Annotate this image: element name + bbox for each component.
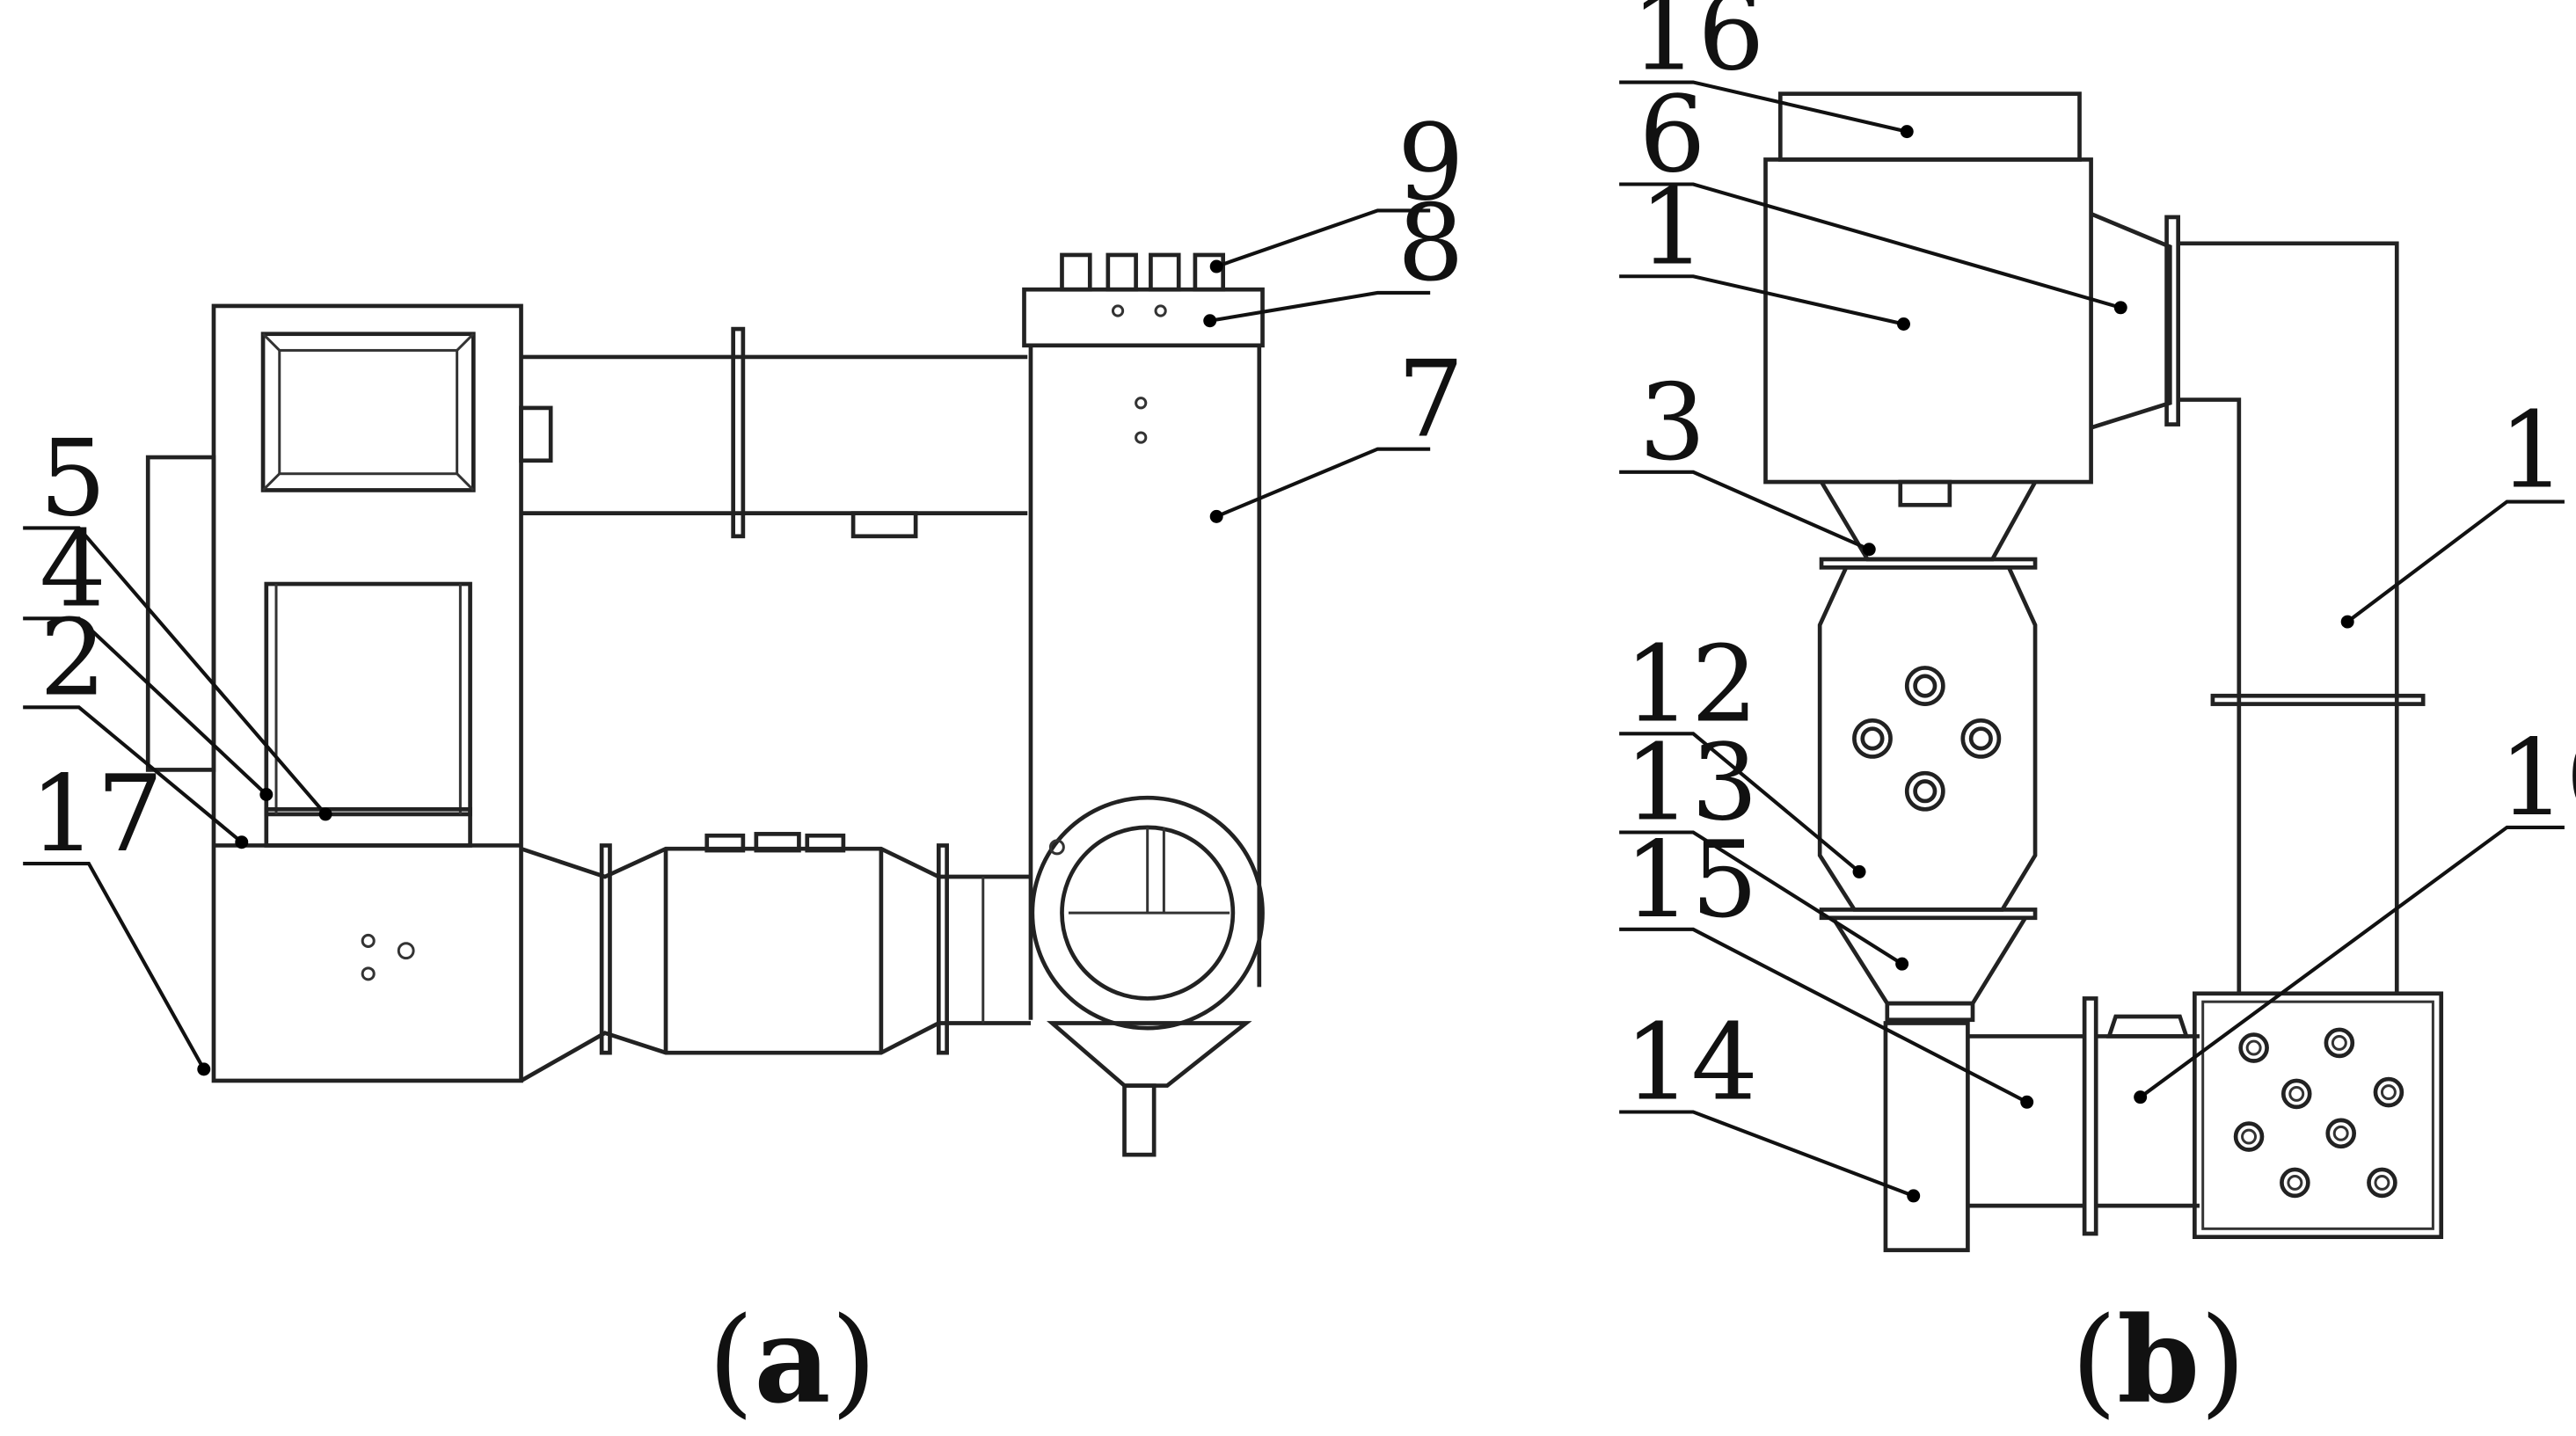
callout-9: 9 [1209,102,1464,273]
catalytic-column [1817,480,2038,1023]
callout-label-9: 9 [1397,102,1464,224]
callout-12: 12 [1619,623,1866,878]
caption-panel-b: (b) [2071,1291,2246,1430]
caption-a-letter: a [754,1291,830,1430]
callout-14: 14 [1619,1002,1921,1203]
left-chamber [145,303,553,1083]
upper-box [1763,91,2180,507]
top-duct [521,326,1028,539]
callout-13: 13 [1619,722,1909,971]
callout-label-1: 1 [1639,166,1706,288]
blower [1030,795,1265,1157]
panel-b-drawing [1763,91,2444,1252]
callout-8: 8 [1203,183,1464,328]
callout-17: 17 [23,754,211,1076]
bottom-assembly [520,832,1031,1082]
callout-11: 11 [2340,390,2576,629]
callout-label-2: 2 [40,597,106,719]
callout-label-15: 15 [1624,820,1758,942]
lower-ducting [1883,996,2200,1252]
right-cylinder [1022,252,1265,1020]
callout-label-8: 8 [1397,183,1464,305]
callout-label-4: 4 [40,508,106,631]
callout-label-6: 6 [1639,74,1706,196]
callout-3: 3 [1619,362,1876,557]
callout-label-16: 16 [1631,0,1764,95]
callout-4: 4 [23,508,274,801]
callout-label-17: 17 [30,754,164,876]
caption-b-open: ( [2071,1292,2118,1430]
callout-label-14: 14 [1624,1002,1758,1124]
callout-label-5: 5 [40,418,106,540]
callout-label-7: 7 [1397,339,1464,462]
burner-box [2193,991,2444,1240]
callout-label-10: 10 [2499,718,2576,840]
callout-10: 10 [2134,718,2576,1104]
callout-2: 2 [23,597,249,849]
caption-b-letter: b [2117,1291,2200,1430]
caption-a-close: ) [831,1292,878,1430]
callout-5: 5 [23,418,332,821]
callout-1: 1 [1619,166,1910,331]
callout-6: 6 [1619,74,2127,315]
panel-a-drawing [145,252,1265,1157]
caption-panel-a: (a) [708,1291,877,1430]
callout-label-13: 13 [1624,722,1758,844]
caption-a-open: ( [708,1292,755,1430]
callout-label-3: 3 [1639,362,1706,485]
callout-7: 7 [1209,339,1464,523]
caption-b-close: ) [2200,1292,2246,1430]
callout-16: 16 [1619,0,1914,139]
callout-label-12: 12 [1624,623,1758,746]
return-pipe [2178,241,2426,994]
callout-15: 15 [1619,820,2034,1109]
callout-label-11: 11 [2499,390,2576,513]
